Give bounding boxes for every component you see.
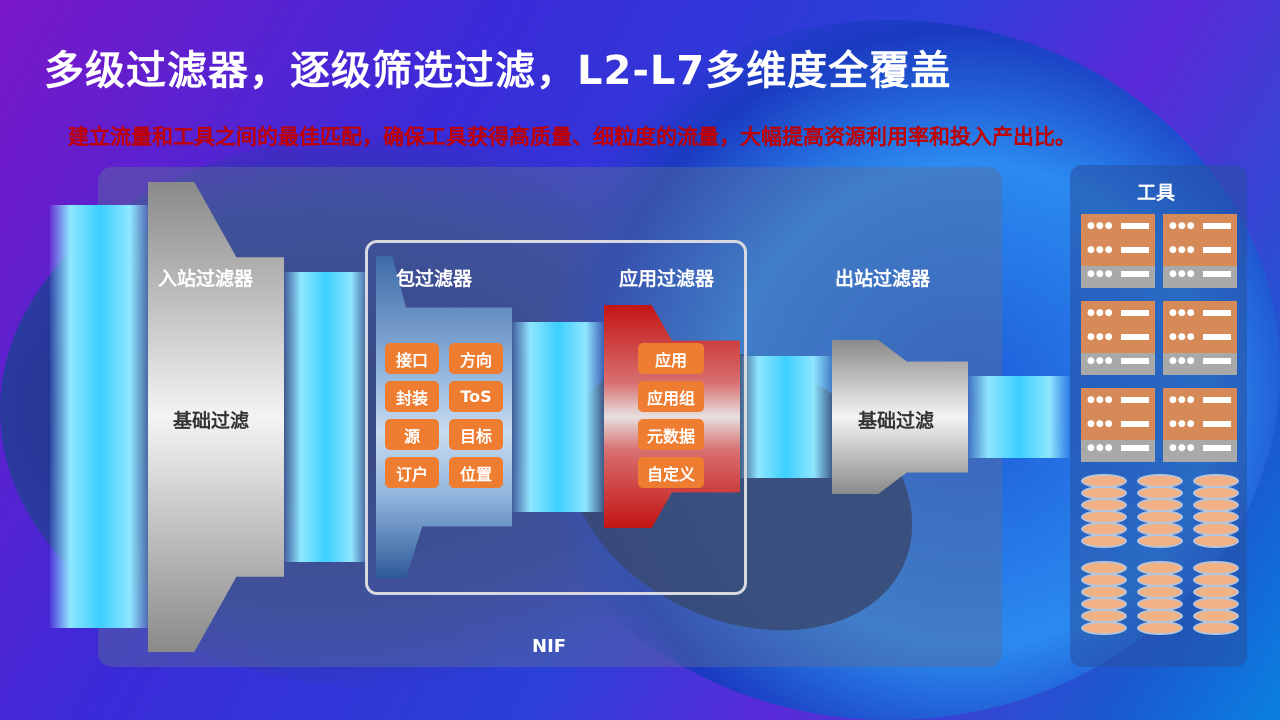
- server-icon: ●●●●●●●●●: [1163, 388, 1237, 462]
- outbound-filter-shape: [832, 340, 968, 494]
- outbound-filter-title: 出站过滤器: [835, 268, 931, 290]
- storage-icon: [1193, 474, 1239, 552]
- inbound-filter-shape: [148, 182, 284, 652]
- chip-source: 源: [385, 419, 439, 450]
- chip-application-group: 应用组: [638, 381, 704, 412]
- chip-metadata: 元数据: [638, 419, 704, 450]
- inbound-filter-title: 入站过滤器: [158, 268, 254, 290]
- outbound-filter-body: 基础过滤: [858, 410, 935, 432]
- chip-custom: 自定义: [638, 457, 704, 488]
- storage-icon: [1137, 474, 1183, 552]
- application-filter-chips: 应用 应用组 元数据 自定义: [638, 343, 704, 488]
- traffic-flow-in: [50, 205, 150, 628]
- server-icon: ●●●●●●●●●: [1081, 214, 1155, 288]
- server-icon: ●●●●●●●●●: [1081, 388, 1155, 462]
- storage-icon: [1193, 561, 1239, 639]
- chip-tos: ToS: [449, 381, 503, 412]
- inbound-filter-body: 基础过滤: [173, 410, 250, 432]
- packet-filter-shape: [376, 256, 512, 578]
- storage-icon: [1081, 561, 1127, 639]
- filter-group-frame: [365, 240, 747, 595]
- tools-title: 工具: [1137, 182, 1176, 204]
- chip-direction: 方向: [449, 343, 503, 374]
- packet-filter-chips: 接口 方向 封装 ToS 源 目标 订户 位置: [385, 343, 503, 488]
- packet-filter-title: 包过滤器: [396, 268, 473, 290]
- traffic-flow-out: [968, 376, 1070, 458]
- storage-icon: [1081, 474, 1127, 552]
- server-icon: ●●●●●●●●●: [1081, 301, 1155, 375]
- application-filter-shape: [604, 305, 740, 528]
- chip-application: 应用: [638, 343, 704, 374]
- chip-subscriber: 订户: [385, 457, 439, 488]
- nif-label: NIF: [532, 636, 567, 657]
- storage-icon: [1137, 561, 1183, 639]
- slide-subtitle: 建立流量和工具之间的最佳匹配，确保工具获得高质量、细粒度的流量，大幅提高资源利用…: [68, 125, 1076, 149]
- server-icon: ●●●●●●●●●: [1163, 301, 1237, 375]
- chip-destination: 目标: [449, 419, 503, 450]
- traffic-flow: [740, 356, 832, 478]
- traffic-flow: [512, 322, 604, 512]
- server-icon: ●●●●●●●●●: [1163, 214, 1237, 288]
- chip-encapsulation: 封装: [385, 381, 439, 412]
- slide-title: 多级过滤器，逐级筛选过滤，L2-L7多维度全覆盖: [44, 48, 952, 94]
- chip-location: 位置: [449, 457, 503, 488]
- application-filter-title: 应用过滤器: [619, 268, 715, 290]
- traffic-flow: [284, 272, 368, 562]
- chip-interface: 接口: [385, 343, 439, 374]
